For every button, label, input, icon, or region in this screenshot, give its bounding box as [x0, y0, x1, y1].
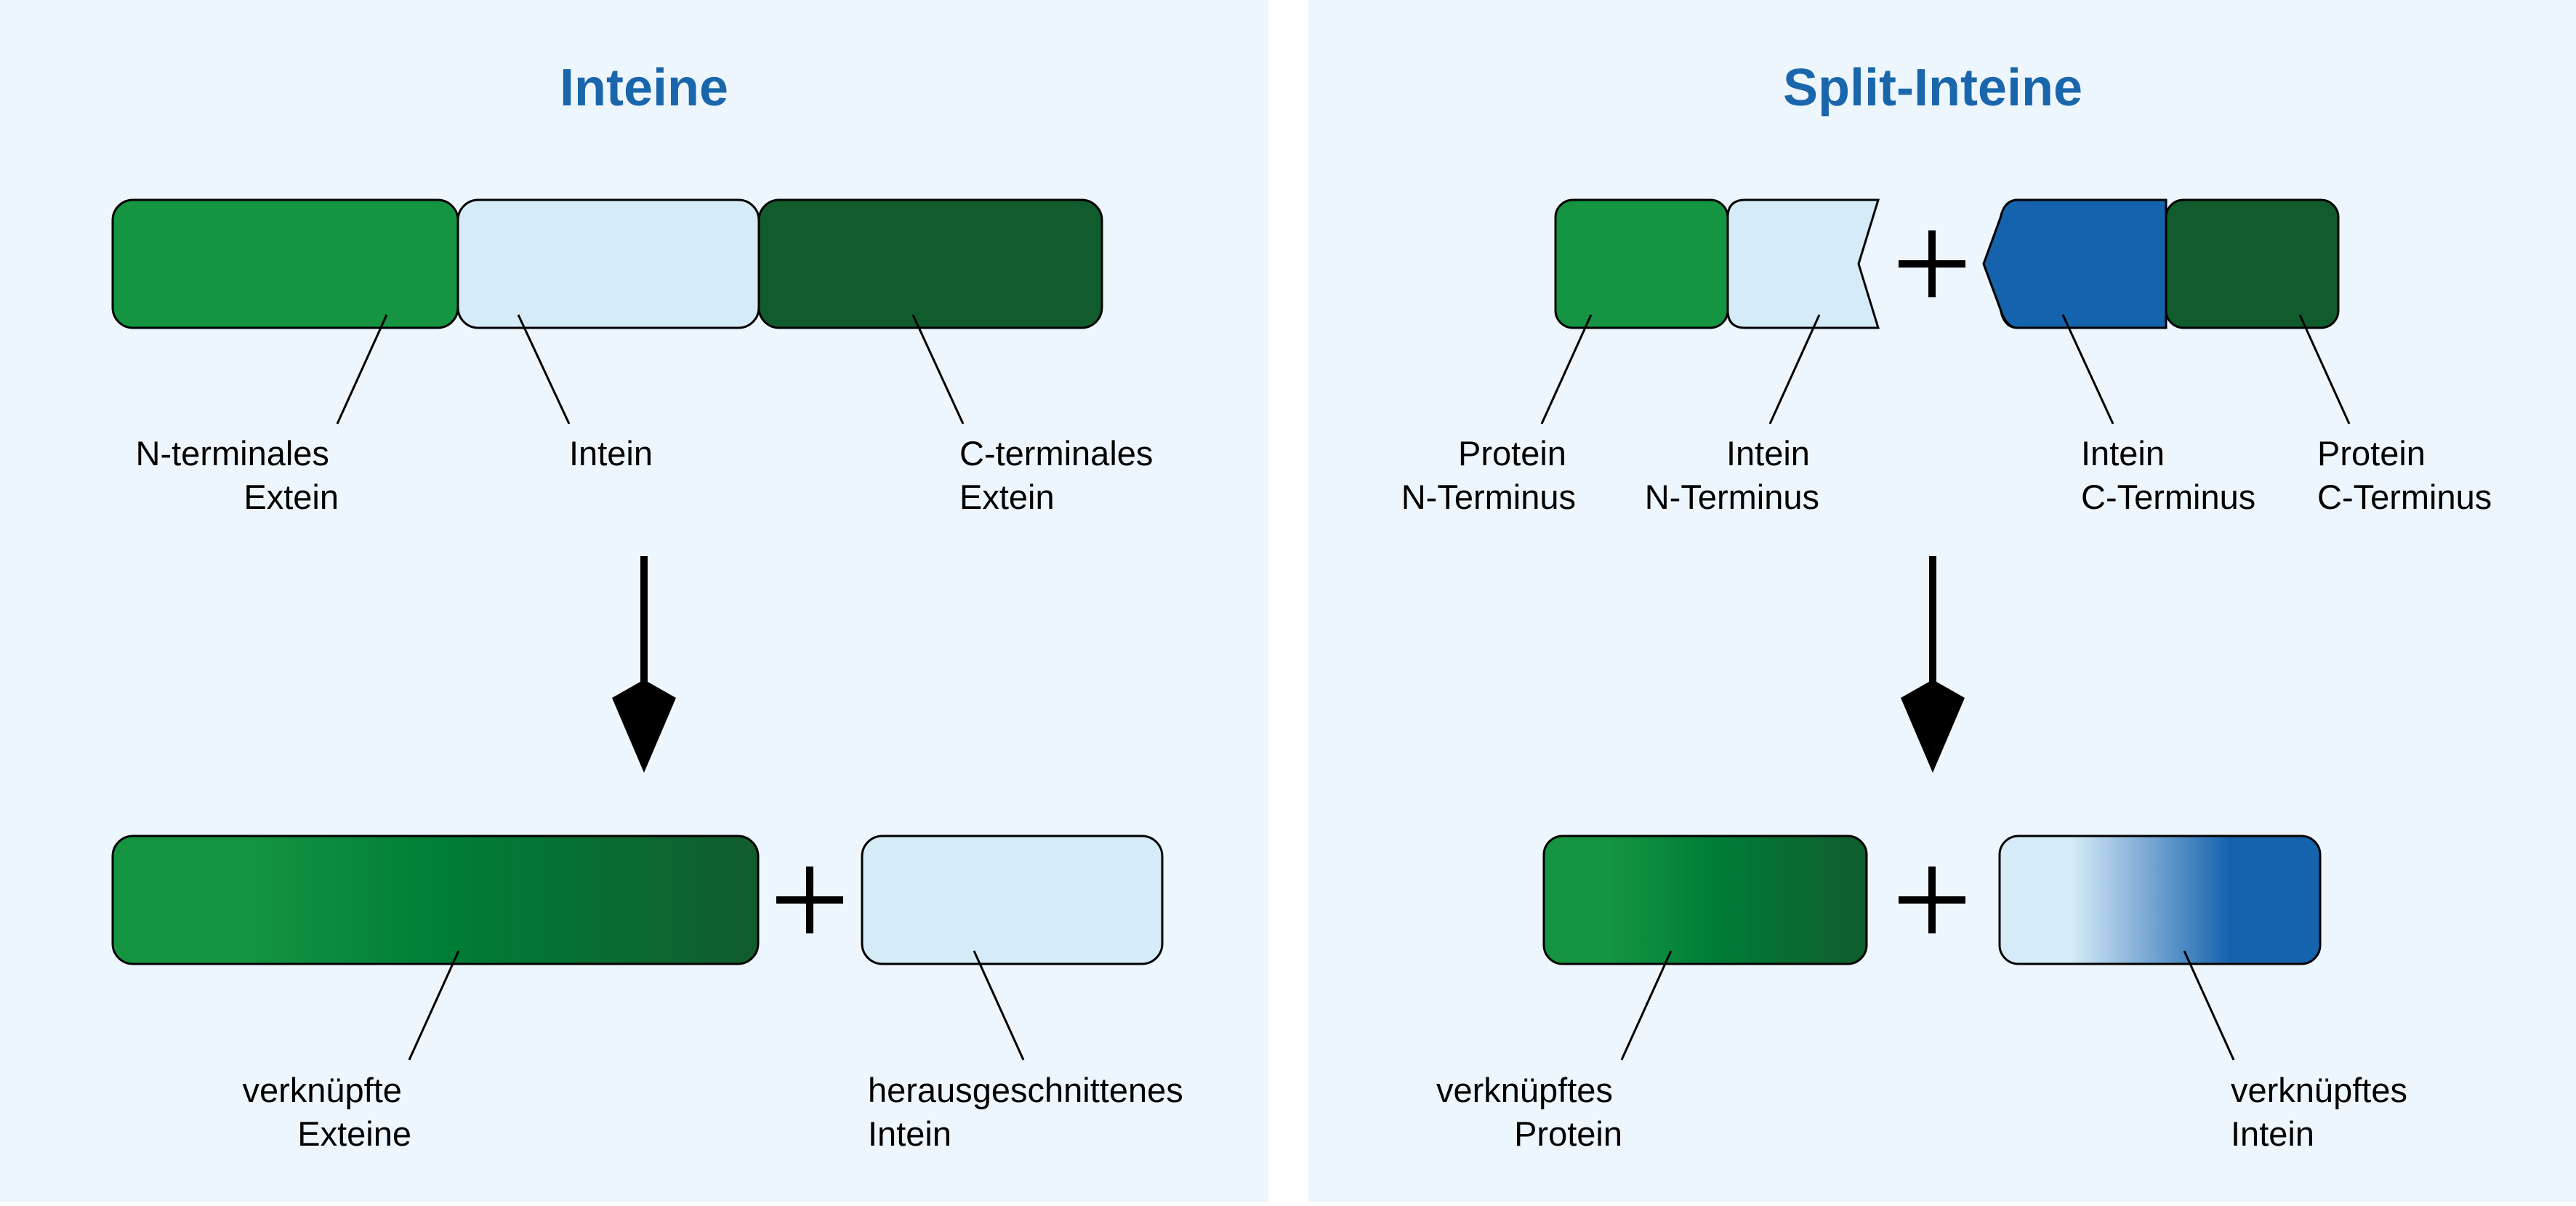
plus-icon	[776, 867, 843, 933]
plus-icon	[1899, 230, 1965, 297]
intein-n-block	[1726, 198, 1880, 329]
protein-n-leader	[1540, 314, 1593, 425]
ligated-exteins-label: verknüpfte Exteine	[242, 1071, 411, 1153]
ligated-exteins-block	[111, 835, 760, 965]
down-arrow-icon	[612, 556, 676, 773]
excised-intein-label: herausgeschnittenes Intein	[868, 1071, 1193, 1153]
ligated-exteins-leader	[408, 950, 460, 1061]
left-title: Inteine	[560, 59, 728, 117]
intein-leader	[517, 314, 571, 425]
ligated-intein-block	[1998, 835, 2322, 965]
right-title: Split-Inteine	[1783, 59, 2082, 117]
ligated-protein-leader	[1620, 950, 1673, 1061]
ligated-protein-block	[1542, 835, 1868, 965]
intein-n-leader	[1768, 314, 1821, 425]
protein-c-label: Protein C-Terminus	[2317, 434, 2492, 516]
excised-intein-block	[861, 835, 1164, 965]
n-extein-label: N-terminales Extein	[136, 434, 339, 516]
ligated-intein-label: verknüpftes Intein	[2231, 1071, 2417, 1153]
intein-c-point	[1982, 198, 2018, 329]
panel-left	[0, 0, 1268, 1202]
intein-label: Intein	[569, 434, 653, 473]
protein-n-block	[1554, 198, 1729, 329]
protein-n-label: Protein N-Terminus	[1401, 434, 1576, 516]
panel-right	[1308, 0, 2576, 1202]
c-extein-block	[757, 198, 1103, 329]
intein-c-label: Intein C-Terminus	[2081, 434, 2255, 516]
n-extein-block	[111, 198, 459, 329]
protein-c-leader	[2298, 314, 2351, 425]
c-extein-leader	[911, 314, 965, 425]
down-arrow-icon	[1901, 556, 1965, 773]
intein-n-label: Intein N-Terminus	[1645, 434, 1819, 516]
intein-c-leader	[2061, 314, 2114, 425]
excised-intein-leader	[973, 950, 1025, 1061]
n-extein-leader	[336, 314, 388, 425]
intein-block	[456, 198, 760, 329]
protein-c-block	[2165, 198, 2340, 329]
plus-icon	[1899, 867, 1965, 933]
ligated-protein-label: verknüpftes Protein	[1436, 1071, 1622, 1153]
c-extein-label: C-terminales Extein	[959, 434, 1162, 516]
ligated-intein-leader	[2183, 950, 2235, 1061]
